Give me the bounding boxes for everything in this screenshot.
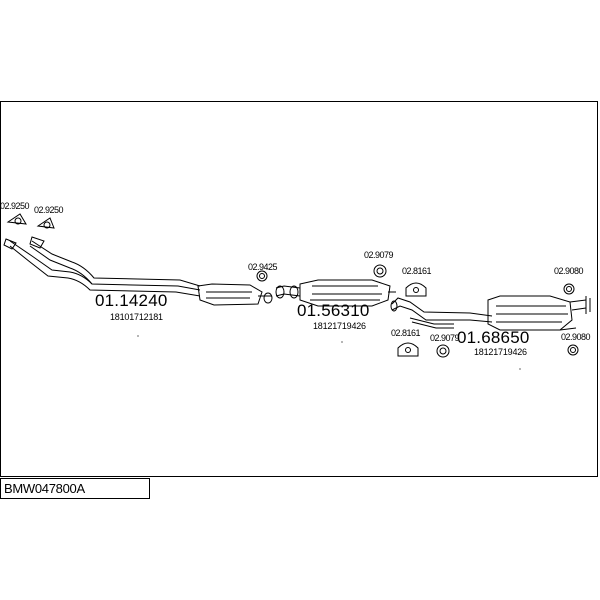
center-muffler-drawing — [275, 279, 396, 307]
oem-number-rear-muffler: 18121719426 — [474, 347, 527, 357]
front-muffler-drawing — [197, 283, 273, 306]
front-pipe-drawing — [3, 236, 201, 297]
accessory-label-rear-ring-bottom: 02.9080 — [561, 332, 591, 342]
accessory-label-ring-top: 02.9079 — [364, 250, 394, 260]
oem-number-front-pipe: 18101712181 — [110, 312, 163, 322]
accessory-label-rear-ring-top: 02.9080 — [554, 266, 584, 276]
accessory-label-gasket-2: 02.9250 — [34, 205, 64, 215]
accessory-label-hanger-bottom: 02.8161 — [391, 328, 421, 338]
rear-pipe-drawing — [390, 297, 493, 329]
diagram-code-box: BMW047800A — [0, 478, 150, 499]
accessory-label-hanger-top: 02.8161 — [402, 266, 432, 276]
part-number-center-muffler: 01.56310 — [297, 301, 370, 320]
small-dots — [137, 335, 521, 370]
part-number-rear-muffler: 01.68650 — [457, 328, 530, 347]
accessory-label-gasket-1: 02.9250 — [0, 201, 30, 211]
part-number-front-pipe: 01.14240 — [95, 291, 168, 310]
accessory-label-clamp: 02.9425 — [248, 262, 278, 272]
rear-muffler-drawing — [487, 295, 591, 331]
accessory-label-ring-bottom: 02.9079 — [430, 333, 460, 343]
oem-number-center-muffler: 18121719426 — [313, 321, 366, 331]
diagram-frame — [0, 101, 598, 477]
accessory-icons — [6, 213, 579, 358]
